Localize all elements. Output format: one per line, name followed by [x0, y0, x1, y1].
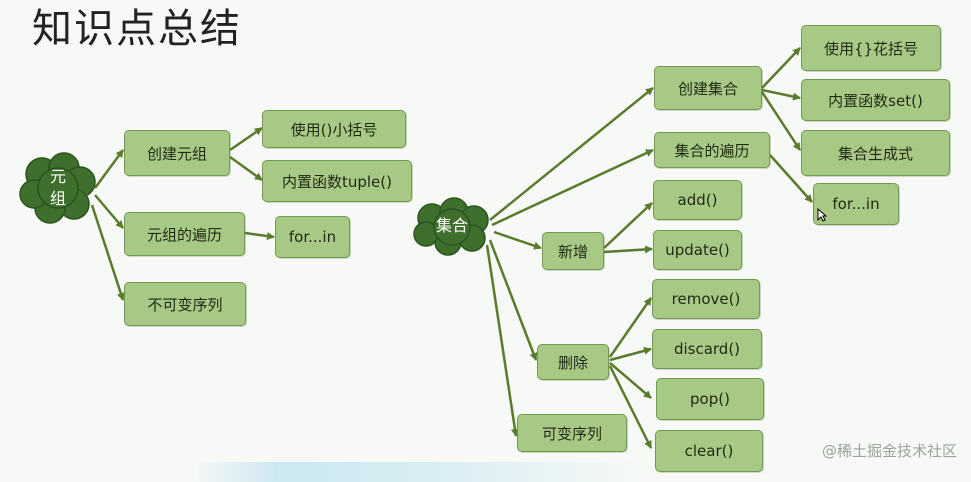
arrow-set-create: [489, 87, 654, 221]
set-root-label: 集合: [435, 216, 468, 235]
node-create-set: 创建集合: [654, 66, 762, 110]
background-smear: [190, 462, 650, 482]
arrow-setcreate-comprehension: [760, 91, 802, 151]
node-set-discard: discard(): [652, 329, 762, 369]
arrow-add-add: [603, 202, 653, 249]
node-tuple-immutable: 不可变序列: [124, 282, 246, 326]
node-tuple-paren: 使用()小括号: [262, 110, 406, 148]
node-set-clear: clear(): [655, 430, 763, 472]
node-set-builtin: 内置函数set(): [801, 79, 950, 121]
node-tuple-forin: for...in: [275, 216, 350, 258]
arrow-setcreate-brace: [761, 47, 801, 89]
tuple-root-cloud: 元 组: [18, 152, 98, 224]
node-set-add-group: 新增: [542, 232, 604, 270]
arrow-create-paren: [229, 126, 263, 152]
arrow-traverse-forin: [244, 231, 275, 241]
arrow-tuple-immutable: [90, 204, 125, 301]
node-set-mutable: 可变序列: [517, 414, 627, 452]
node-set-add: add(): [653, 180, 742, 220]
node-tuple-builtin: 内置函数tuple(): [262, 160, 412, 202]
node-set-brace: 使用{}花括号: [801, 25, 941, 71]
node-tuple-traverse: 元组的遍历: [124, 212, 245, 256]
arrow-setcreate-builtin: [761, 88, 801, 101]
arrow-set-add: [493, 230, 542, 250]
watermark: @稀土掘金技术社区: [821, 442, 957, 460]
node-create-tuple: 创建元组: [124, 130, 230, 176]
arrow-delete-clear: [608, 365, 653, 449]
node-set-forin: for...in: [813, 183, 899, 225]
node-set-delete-group: 删除: [537, 344, 609, 380]
node-set-comprehension: 集合生成式: [801, 130, 950, 176]
arrow-tuple-traverse: [94, 194, 124, 229]
arrow-delete-discard: [609, 346, 652, 362]
set-root-cloud: 集合: [410, 196, 494, 256]
arrow-set-mutable: [485, 244, 519, 437]
arrow-traverse-forin-set: [769, 154, 813, 203]
arrow-add-update: [603, 245, 653, 254]
node-set-remove: remove(): [652, 279, 760, 319]
arrow-tuple-create: [93, 149, 125, 189]
node-set-update: update(): [653, 230, 742, 270]
arrow-set-traverse: [491, 148, 654, 227]
node-set-pop: pop(): [656, 378, 764, 420]
arrow-delete-remove: [608, 297, 653, 358]
arrow-delete-pop: [609, 362, 652, 399]
node-set-traverse: 集合的遍历: [654, 132, 770, 168]
arrow-set-delete: [488, 239, 538, 361]
page-title: 知识点总结: [32, 6, 242, 52]
tuple-root-label: 元 组: [49, 167, 66, 208]
arrow-create-builtin: [229, 155, 263, 182]
mouse-cursor-icon: [817, 208, 827, 222]
